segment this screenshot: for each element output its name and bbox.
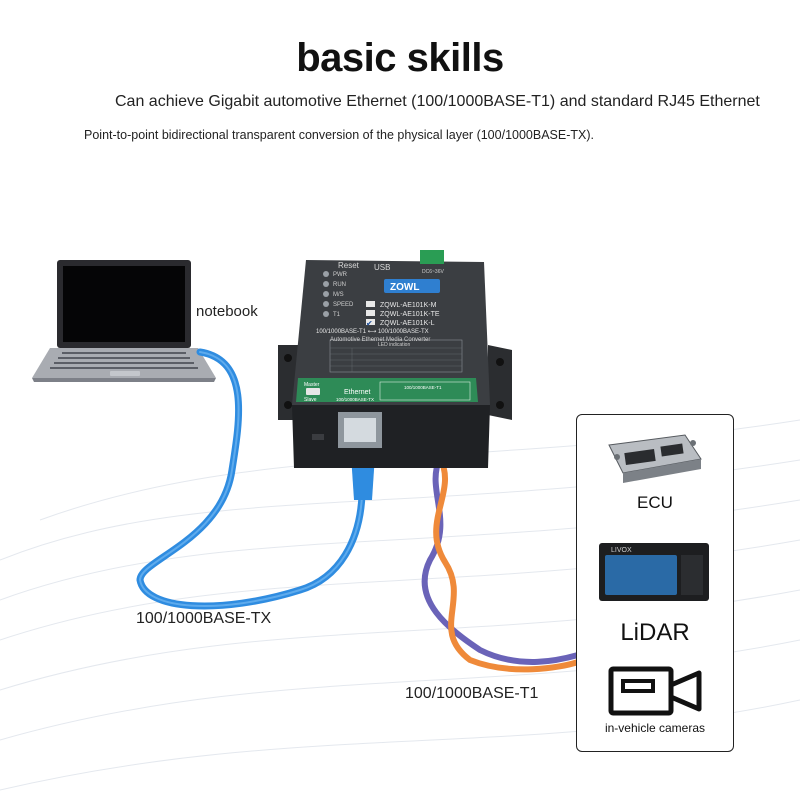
model-option-te: ZQWL-AE101K-TE xyxy=(380,311,440,318)
page-description: Point-to-point bidirectional transparent… xyxy=(84,128,594,142)
media-converter-device xyxy=(278,250,512,468)
led-label-speed: SPEED xyxy=(333,302,354,308)
reset-label: Reset xyxy=(338,261,360,270)
usb-label: USB xyxy=(374,263,390,272)
led-label-run: RUN xyxy=(333,282,346,288)
lidar-icon: LIVOX xyxy=(599,543,709,601)
conversion-label: 100/1000BASE-T1 ⟷ 100/1000BASE-TX xyxy=(316,329,429,335)
lidar-brand-text: LIVOX xyxy=(611,547,632,554)
laptop-illustration xyxy=(32,260,216,382)
camera-icon xyxy=(608,666,702,716)
power-label: DC6~36V xyxy=(422,269,444,275)
t1-cable-label: 100/1000BASE-T1 xyxy=(405,685,539,702)
ethernet-label: Ethernet xyxy=(344,389,371,396)
ecu-icon xyxy=(608,434,702,483)
notebook-label: notebook xyxy=(196,303,258,320)
target-devices-panel: LIVOX ECU LiDAR in-vehicle cameras xyxy=(576,414,734,752)
lidar-label: LiDAR xyxy=(620,619,690,646)
led-label-pwr: PWR xyxy=(333,272,348,278)
model-option-m: ZQWL-AE101K-M xyxy=(380,302,437,309)
tx-cable-label: 100/1000BASE-TX xyxy=(136,610,272,627)
brand-logo: ZOWL xyxy=(390,282,419,293)
slave-label: Slave xyxy=(304,397,317,403)
checkmark-icon: ✔ xyxy=(366,319,373,328)
master-label: Master xyxy=(304,382,320,388)
led-label-ms: M/S xyxy=(333,292,344,298)
page-title: basic skills xyxy=(296,36,504,80)
camera-label: in-vehicle cameras xyxy=(604,721,706,735)
led-label-t1: T1 xyxy=(333,312,341,318)
t1-cable xyxy=(421,455,581,673)
led-indication-label: LED indication xyxy=(378,342,410,348)
ecu-label: ECU xyxy=(637,493,673,512)
product-name: Automotive Ethernet Media Converter xyxy=(330,337,430,343)
ethernet-sub-label: 100/1000BASE-TX xyxy=(336,397,374,402)
model-option-l: ZQWL-AE101K-L xyxy=(380,320,435,327)
page-subtitle: Can achieve Gigabit automotive Ethernet … xyxy=(115,93,760,110)
t1-port-label: 100/1000BASE-T1 xyxy=(404,385,442,390)
